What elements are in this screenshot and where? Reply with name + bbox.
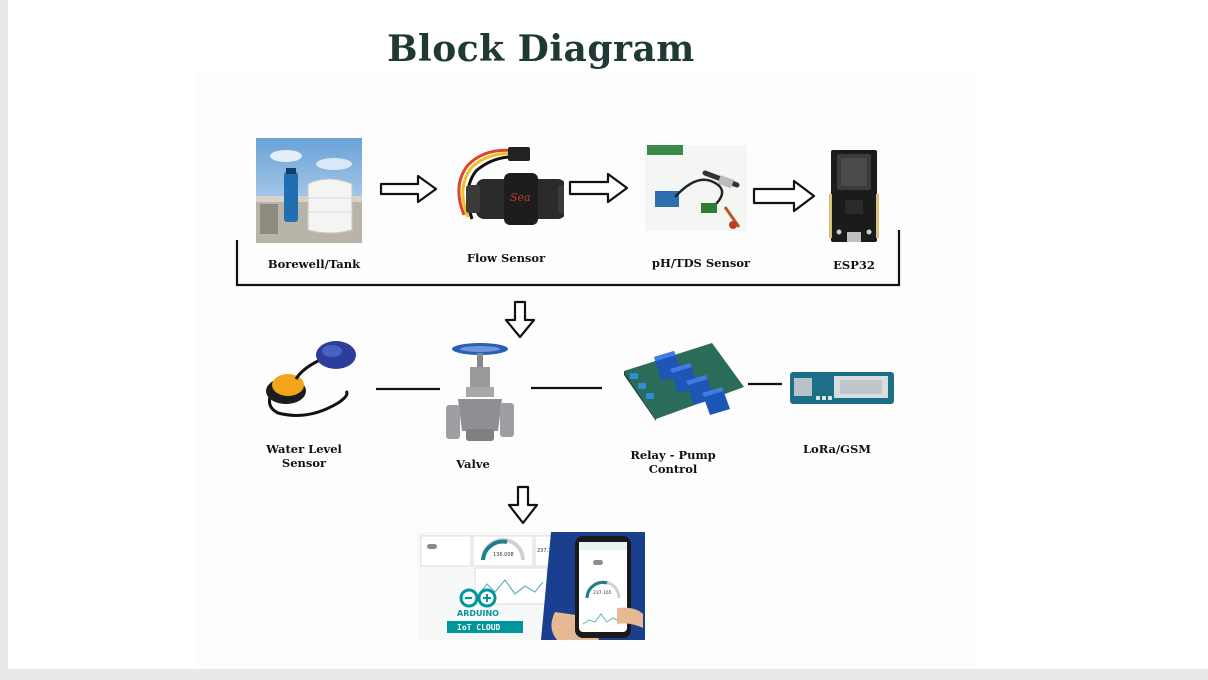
arduino-logo (459, 588, 497, 608)
label-water-level: Water Level Sensor (248, 442, 360, 470)
label-valve: Valve (456, 457, 490, 471)
top-row-bracket (235, 230, 901, 287)
arrow-down-to-valve (504, 300, 536, 339)
label-esp32: ESP32 (833, 258, 875, 272)
relay-module-photo (624, 343, 744, 421)
arrow-flow-to-ph (568, 172, 629, 204)
label-relay-line1: Relay - Pump (630, 448, 716, 462)
flow-sensor-photo: Sea (457, 147, 564, 225)
valve-photo (446, 343, 514, 441)
cloud-readout-3: 237.165 (593, 590, 612, 596)
arrow-down-to-cloud (507, 485, 539, 525)
label-water-level-line1: Water Level (266, 442, 342, 456)
label-ph-tds-sensor: pH/TDS Sensor (651, 256, 751, 270)
label-water-level-line2: Sensor (281, 456, 327, 470)
ph-sensor-photo (645, 145, 747, 231)
label-flow-sensor: Flow Sensor (466, 251, 546, 265)
arrow-borewell-to-flow (379, 174, 438, 204)
iot-cloud-text: IoT CLOUD (457, 623, 501, 632)
label-relay: Relay - Pump Control (610, 448, 736, 476)
label-relay-line2: Control (648, 462, 698, 476)
esp32-board-photo (829, 150, 879, 242)
cloud-readout-1: 136.008 (493, 552, 514, 558)
slide: Block Diagram Borewell/Ta (8, 0, 1208, 669)
label-lora: LoRa/GSM (802, 442, 872, 456)
cloud-readout-2: 237.165 (537, 548, 558, 554)
label-borewell: Borewell/Tank (267, 257, 361, 271)
diagram-connectors (235, 172, 901, 525)
svg-text:Sea: Sea (510, 191, 531, 204)
arduino-iot-cloud-photo: 136.008 237.165 ARDUINO IoT CLOUD 237.16… (417, 532, 645, 640)
page-title: Block Diagram (387, 28, 695, 70)
arrow-ph-to-esp32 (752, 179, 816, 213)
lora-module-photo (790, 372, 894, 404)
float-switch-photo (266, 341, 356, 417)
tank-photo (256, 138, 362, 243)
arduino-brand: ARDUINO (457, 609, 499, 618)
